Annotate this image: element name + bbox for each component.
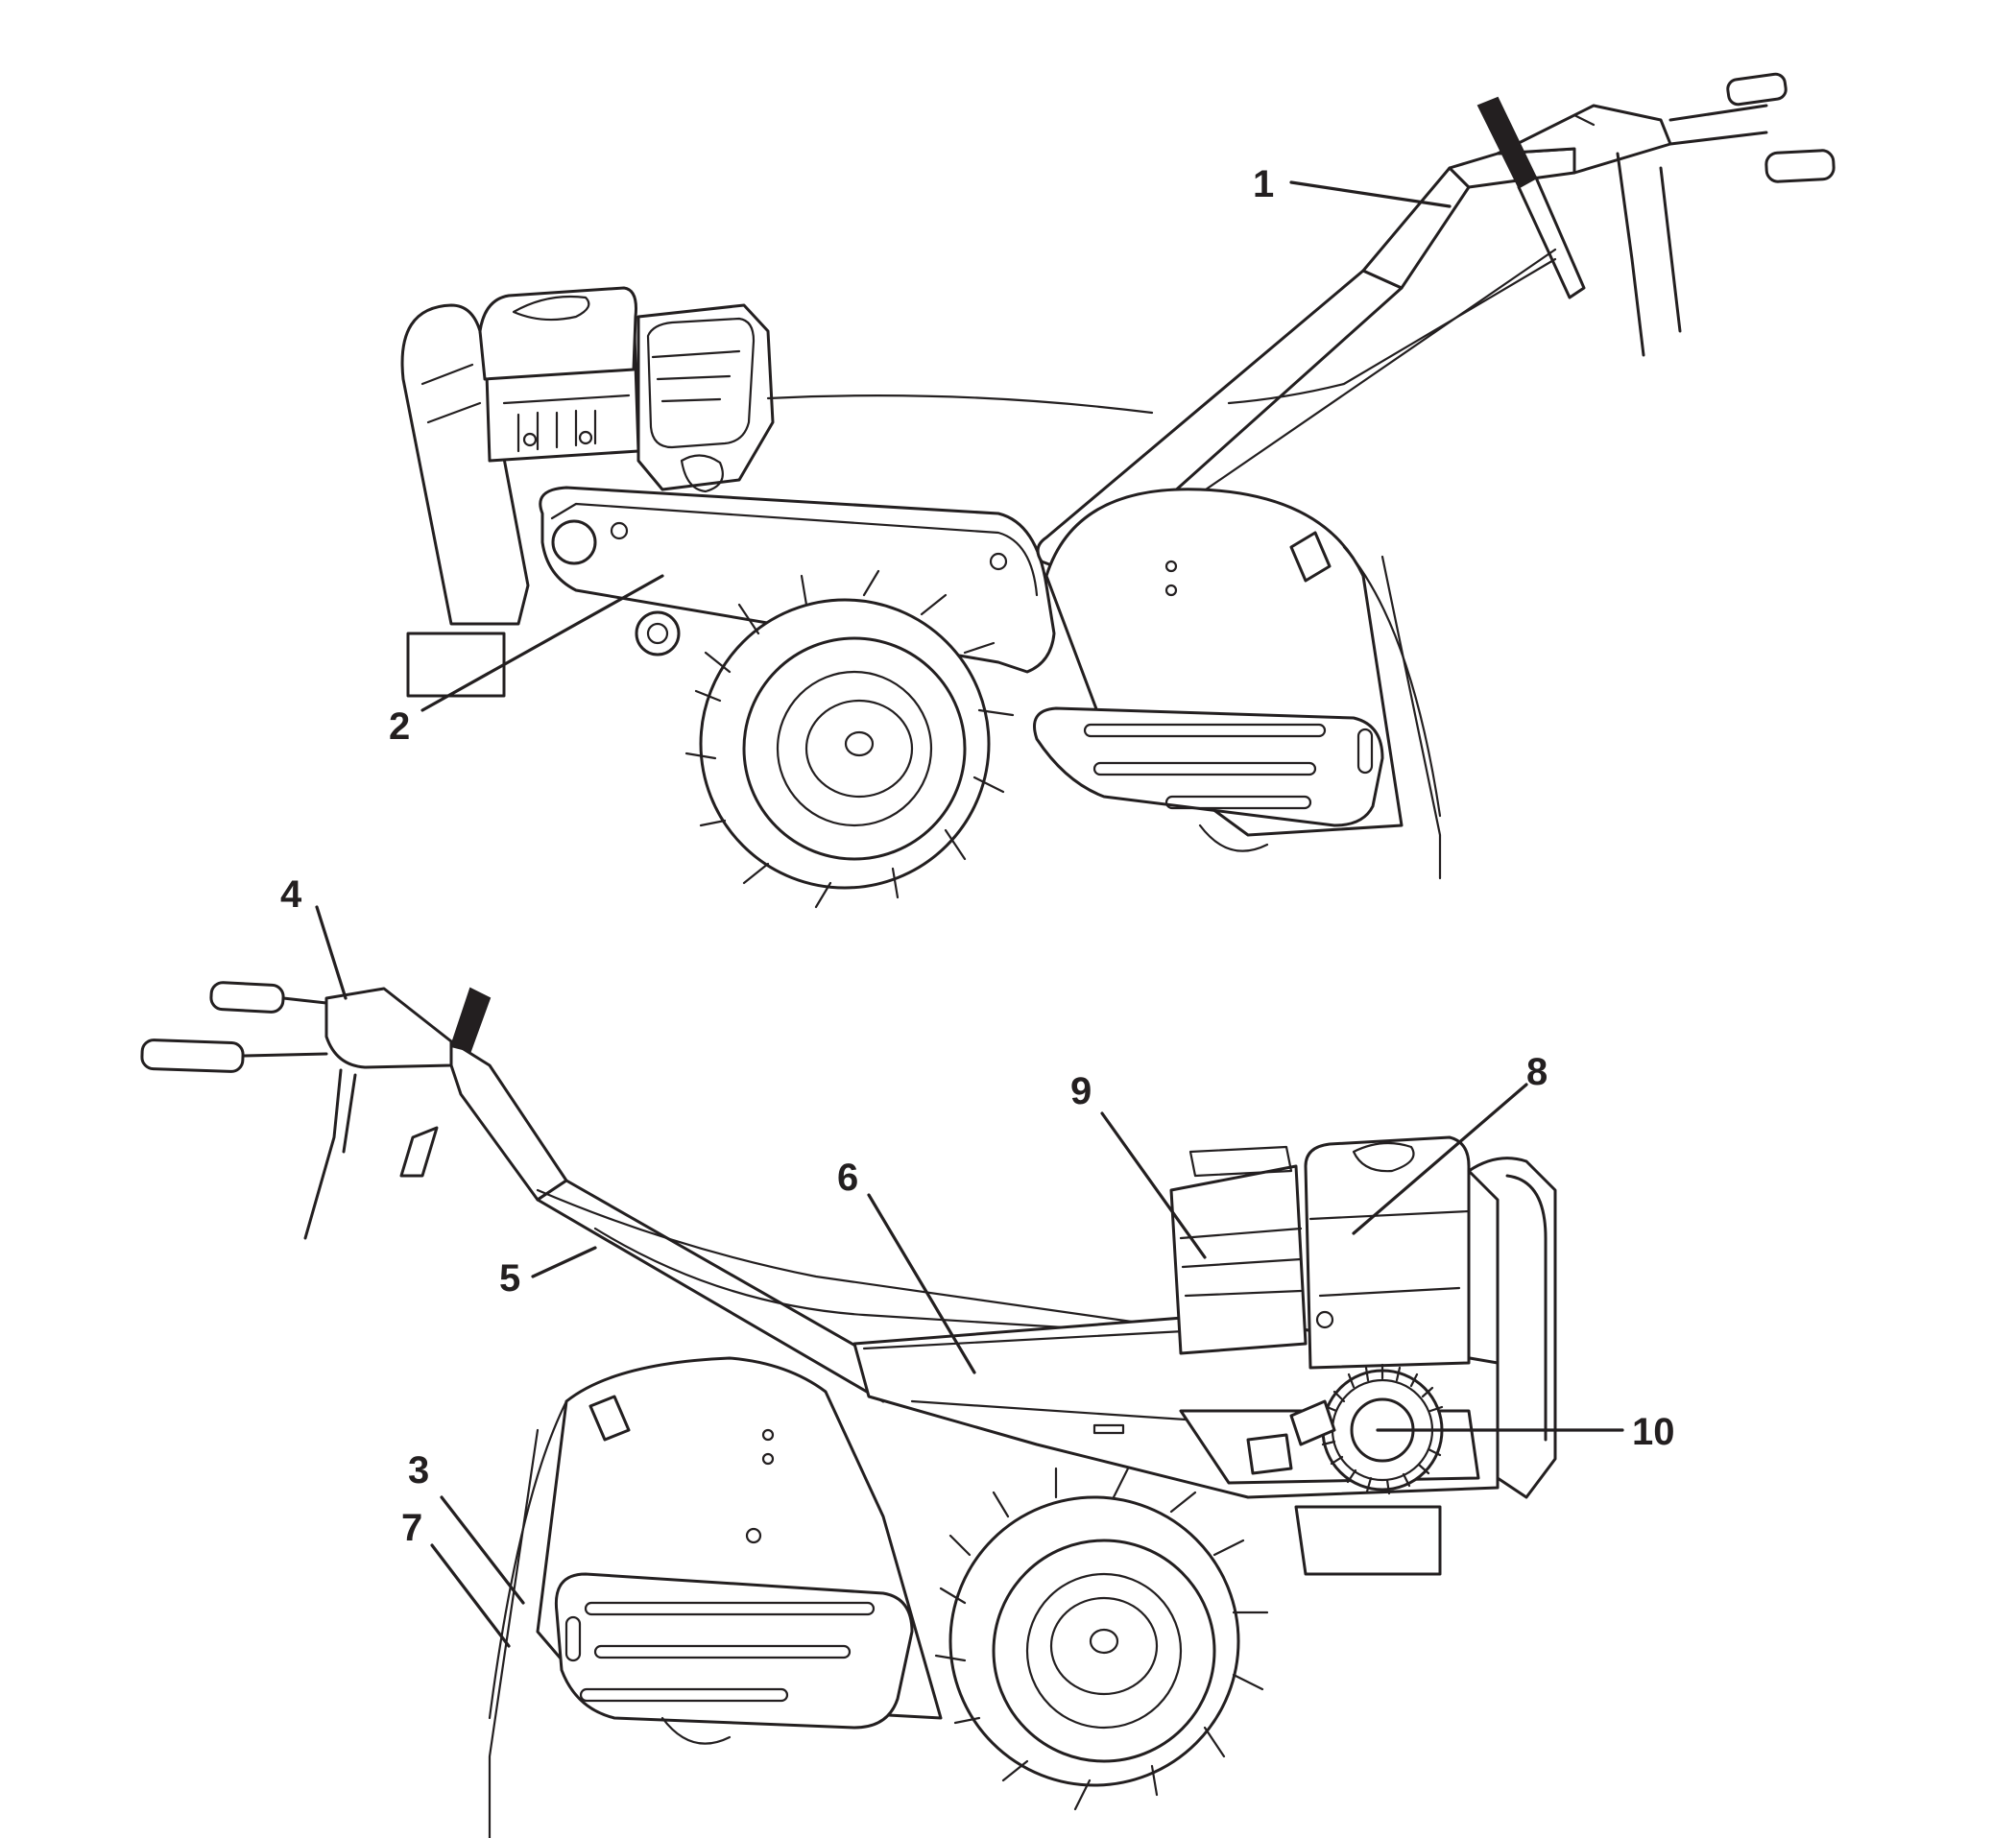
callout-1: 1 xyxy=(1253,163,1274,205)
leader-4 xyxy=(315,905,348,1000)
callout-7: 7 xyxy=(401,1507,422,1549)
callout-4: 4 xyxy=(280,873,302,916)
leader-8 xyxy=(1352,1083,1528,1235)
leader-6 xyxy=(867,1193,976,1374)
callout-6: 6 xyxy=(837,1157,858,1199)
tiller-top-view xyxy=(400,72,1836,909)
leader-2 xyxy=(420,574,664,712)
callout-8: 8 xyxy=(1526,1051,1548,1093)
front-bumper xyxy=(400,303,530,698)
wheel-bottom xyxy=(934,1467,1269,1811)
callout-9: 9 xyxy=(1070,1070,1092,1112)
leader-5 xyxy=(531,1246,597,1278)
handlebar-bottom xyxy=(140,981,1173,1403)
engine-bottom xyxy=(1169,1135,1557,1576)
leader-9 xyxy=(1100,1111,1207,1259)
callout-3: 3 xyxy=(408,1449,429,1492)
tine-hood-top xyxy=(1033,488,1442,880)
callout-2: 2 xyxy=(389,705,410,748)
handlebar-top xyxy=(766,72,1836,578)
leader-7 xyxy=(430,1543,511,1648)
engine xyxy=(478,286,775,493)
callouts: 1 2 3 4 5 6 7 8 9 10 xyxy=(280,163,1675,1648)
callout-5: 5 xyxy=(499,1257,520,1300)
wheel-top xyxy=(684,569,1015,909)
tine-hood-bottom xyxy=(488,1356,943,1838)
leader-3 xyxy=(440,1495,525,1605)
tiller-bottom-view xyxy=(140,981,1557,1838)
leader-1 xyxy=(1289,180,1452,208)
callout-10: 10 xyxy=(1632,1411,1675,1453)
